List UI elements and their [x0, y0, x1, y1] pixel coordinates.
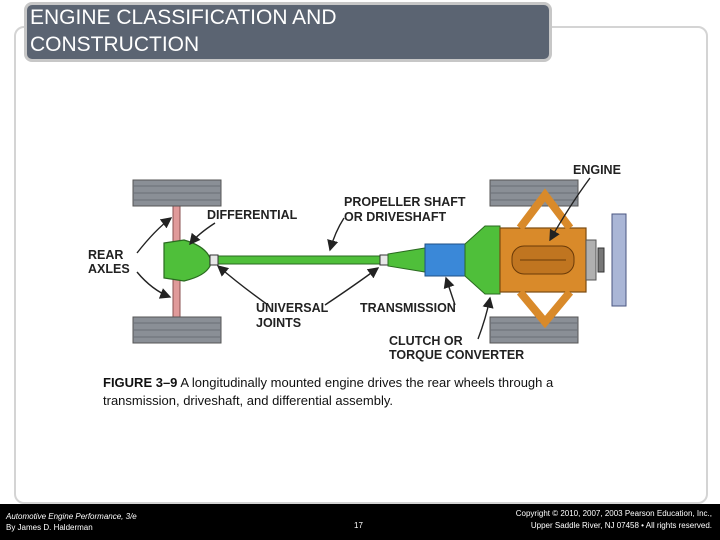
arrow-universal-joint-front [324, 267, 380, 306]
slide-title-line1: ENGINE CLASSIFICATION AND [30, 6, 337, 29]
label-universal-joints-line1: UNIVERSAL [256, 301, 329, 315]
figure-caption-text: A longitudinally mounted engine drives t… [103, 375, 554, 408]
footer-book-info: Automotive Engine Performance, 3/e By Ja… [6, 511, 137, 533]
label-propeller-shaft-line1: PROPELLER SHAFT [344, 195, 466, 209]
footer-book-title: Automotive Engine Performance, 3/e [6, 512, 137, 521]
figure-caption: FIGURE 3–9 A longitudinally mounted engi… [103, 374, 623, 410]
engine-block [499, 188, 597, 329]
label-clutch-line1: CLUTCH OR [389, 334, 463, 348]
arrow-propeller-shaft [327, 217, 345, 252]
front-tire-bottom [489, 316, 579, 344]
universal-joint-rear [209, 254, 219, 266]
transmission-case [424, 243, 466, 277]
slide-title: ENGINE CLASSIFICATION AND CONSTRUCTION [30, 4, 530, 58]
slide-title-line2: CONSTRUCTION [30, 33, 200, 56]
arrow-engine [549, 177, 591, 242]
label-engine: ENGINE [573, 163, 621, 177]
rear-tire-top [132, 179, 222, 207]
arrow-differential [189, 222, 216, 246]
label-propeller-shaft-line2: OR DRIVESHAFT [344, 210, 446, 224]
front-tire-top [489, 179, 579, 207]
arrow-rear-axle-bottom [136, 271, 172, 299]
label-rear-axles-line1: REAR [88, 248, 123, 262]
footer-bar: Automotive Engine Performance, 3/e By Ja… [0, 504, 720, 540]
universal-joint-front [379, 254, 389, 266]
figure-number: FIGURE 3–9 [103, 375, 178, 390]
footer-author: By James D. Halderman [6, 523, 93, 532]
arrow-clutch [477, 296, 494, 340]
driveshaft [211, 255, 385, 265]
differential-housing [163, 239, 211, 282]
page-number: 17 [354, 521, 363, 530]
label-differential: DIFFERENTIAL [207, 208, 298, 222]
radiator [611, 213, 627, 307]
fan [597, 247, 605, 273]
arrow-universal-joint-rear [216, 265, 269, 306]
title-bar [24, 2, 552, 62]
footer-copyright-line2: Upper Saddle River, NJ 07458 • All right… [530, 521, 712, 530]
rear-tire-bottom [132, 316, 222, 344]
label-universal-joints-line2: JOINTS [256, 316, 301, 330]
arrow-rear-axle-top [136, 217, 173, 254]
label-clutch-line2: TORQUE CONVERTER [389, 348, 524, 362]
footer-copyright: Copyright © 2010, 2007, 2003 Pearson Edu… [516, 508, 712, 532]
transmission-tailshaft [387, 247, 426, 273]
arrow-transmission [443, 276, 456, 306]
label-rear-axles-line2: AXLES [88, 262, 130, 276]
footer-copyright-line1: Copyright © 2010, 2007, 2003 Pearson Edu… [515, 509, 712, 518]
bellhousing [464, 225, 501, 295]
label-transmission: TRANSMISSION [360, 301, 456, 315]
